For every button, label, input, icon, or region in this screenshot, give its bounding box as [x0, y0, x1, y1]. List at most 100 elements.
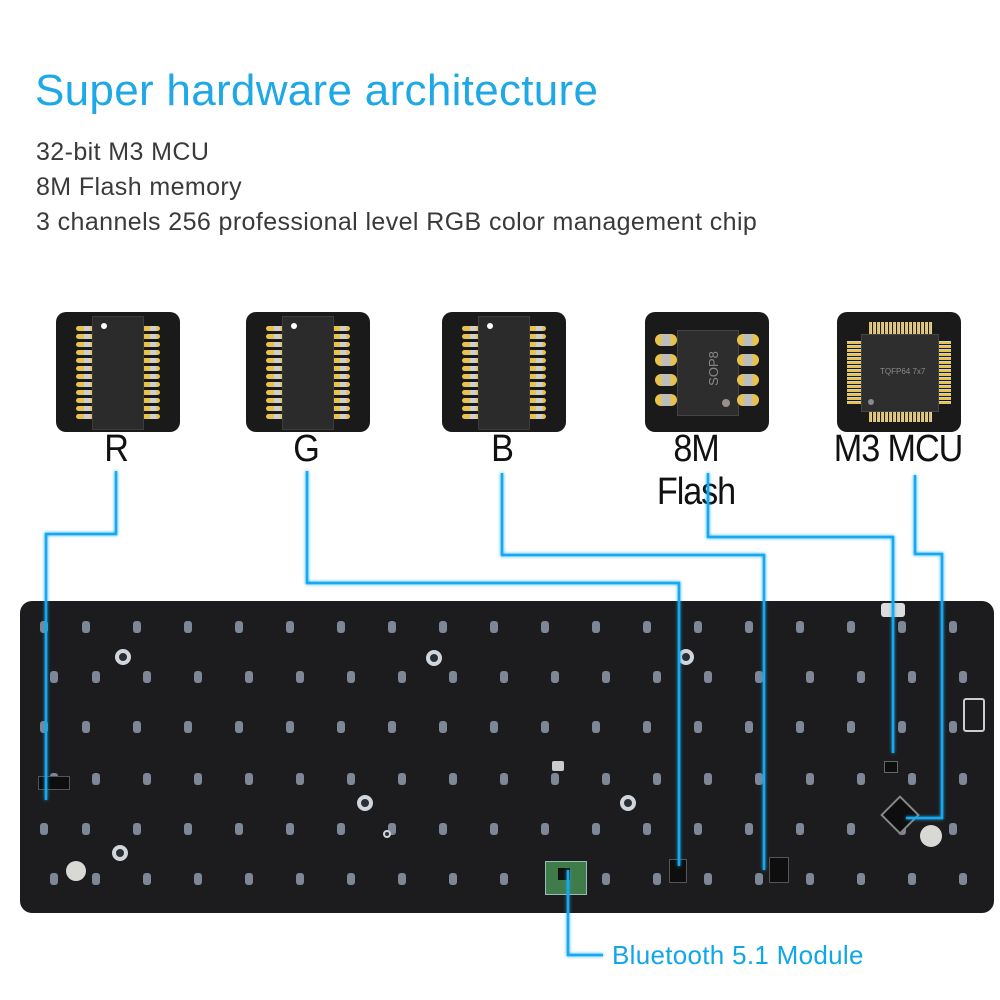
chip-pin [266, 334, 284, 339]
switch-hole [551, 671, 559, 683]
switch-hole [40, 721, 48, 733]
switch-hole [796, 721, 804, 733]
switch-hole [592, 823, 600, 835]
chip-body: TQFP64 7x7 [861, 334, 939, 412]
switch-hole [755, 671, 763, 683]
switch-hole [388, 621, 396, 633]
switch-hole [959, 671, 967, 683]
chip-pin [528, 374, 546, 379]
pin1-marker [868, 399, 874, 405]
mount-hole [620, 795, 636, 811]
bluetooth-label: Bluetooth 5.1 Module [612, 940, 864, 970]
chip-pin [528, 350, 546, 355]
chip-pin [76, 382, 94, 387]
chip-pin [266, 414, 284, 419]
switch-hole [643, 621, 651, 633]
chip-pin [76, 358, 94, 363]
chip-r-image [56, 312, 180, 432]
chip-pin [266, 326, 284, 331]
chip-pin [332, 358, 350, 363]
switch-hole [908, 873, 916, 885]
chip-pin [332, 382, 350, 387]
switch-hole [235, 721, 243, 733]
chip-pin [142, 366, 160, 371]
switch-hole [643, 721, 651, 733]
switch-hole [449, 873, 457, 885]
pin1-marker [722, 399, 730, 407]
chip-label-flash: 8M Flash [656, 428, 736, 513]
chip-pin [142, 390, 160, 395]
switch-hole [337, 721, 345, 733]
switch-hole [653, 773, 661, 785]
switch-hole [796, 823, 804, 835]
chip-pin [655, 394, 677, 406]
chip-pin [266, 406, 284, 411]
spec-rgb: 3 channels 256 professional level RGB co… [36, 208, 758, 236]
switch-hole [653, 873, 661, 885]
switch-hole [337, 621, 345, 633]
chip-pins-top [869, 322, 933, 336]
switch-hole [286, 621, 294, 633]
switch-hole [847, 721, 855, 733]
switch-hole [92, 773, 100, 785]
switch-hole [439, 823, 447, 835]
chip-pin [76, 326, 94, 331]
switch-hole [133, 621, 141, 633]
chip-pin [528, 358, 546, 363]
chip-pin [655, 374, 677, 386]
chip-label-g: G [293, 428, 320, 470]
switch-hole [500, 873, 508, 885]
chip-pin [462, 406, 480, 411]
switch-hole [643, 823, 651, 835]
switch-hole [347, 671, 355, 683]
chip-pin [462, 390, 480, 395]
switch-hole [245, 671, 253, 683]
chip-pin [528, 326, 546, 331]
chip-pin [332, 342, 350, 347]
chip-pin [76, 414, 94, 419]
switch-hole [898, 721, 906, 733]
chip-pin [737, 334, 759, 346]
switch-hole [245, 873, 253, 885]
chip-pin [266, 366, 284, 371]
pin1-marker [101, 323, 107, 329]
switch-hole [949, 621, 957, 633]
chip-pin [142, 358, 160, 363]
chip-pin [332, 406, 350, 411]
switch-hole [296, 671, 304, 683]
switch-hole [235, 621, 243, 633]
switch-hole [184, 621, 192, 633]
mount-hole [678, 649, 694, 665]
switch-hole [857, 773, 865, 785]
chip-pin [142, 382, 160, 387]
switch-hole [398, 773, 406, 785]
chip-pin [737, 374, 759, 386]
chip-pin [462, 342, 480, 347]
chip-body [478, 316, 530, 430]
switch-hole [592, 721, 600, 733]
chip-label-r: R [104, 428, 129, 470]
switch-hole [500, 773, 508, 785]
chip-pin [737, 354, 759, 366]
switch-hole [92, 671, 100, 683]
usb-c-port [881, 603, 905, 617]
chip-pin [332, 366, 350, 371]
chip-marking: TQFP64 7x7 [880, 367, 926, 376]
switch-hole [92, 873, 100, 885]
switch-hole [949, 721, 957, 733]
switch-hole [286, 823, 294, 835]
chip-pin [142, 398, 160, 403]
chip-pin [266, 342, 284, 347]
chip-pin [462, 334, 480, 339]
switch-hole [847, 621, 855, 633]
switch-hole [806, 773, 814, 785]
switch-hole [439, 621, 447, 633]
switch-hole [194, 773, 202, 785]
chip-label-mcu: M3 MCU [833, 428, 963, 470]
mcu-chip [880, 795, 920, 835]
switch-hole [704, 773, 712, 785]
chip-pin [76, 366, 94, 371]
stabilizer-hole [920, 825, 942, 847]
switch-hole [398, 671, 406, 683]
chip-pin [76, 390, 94, 395]
